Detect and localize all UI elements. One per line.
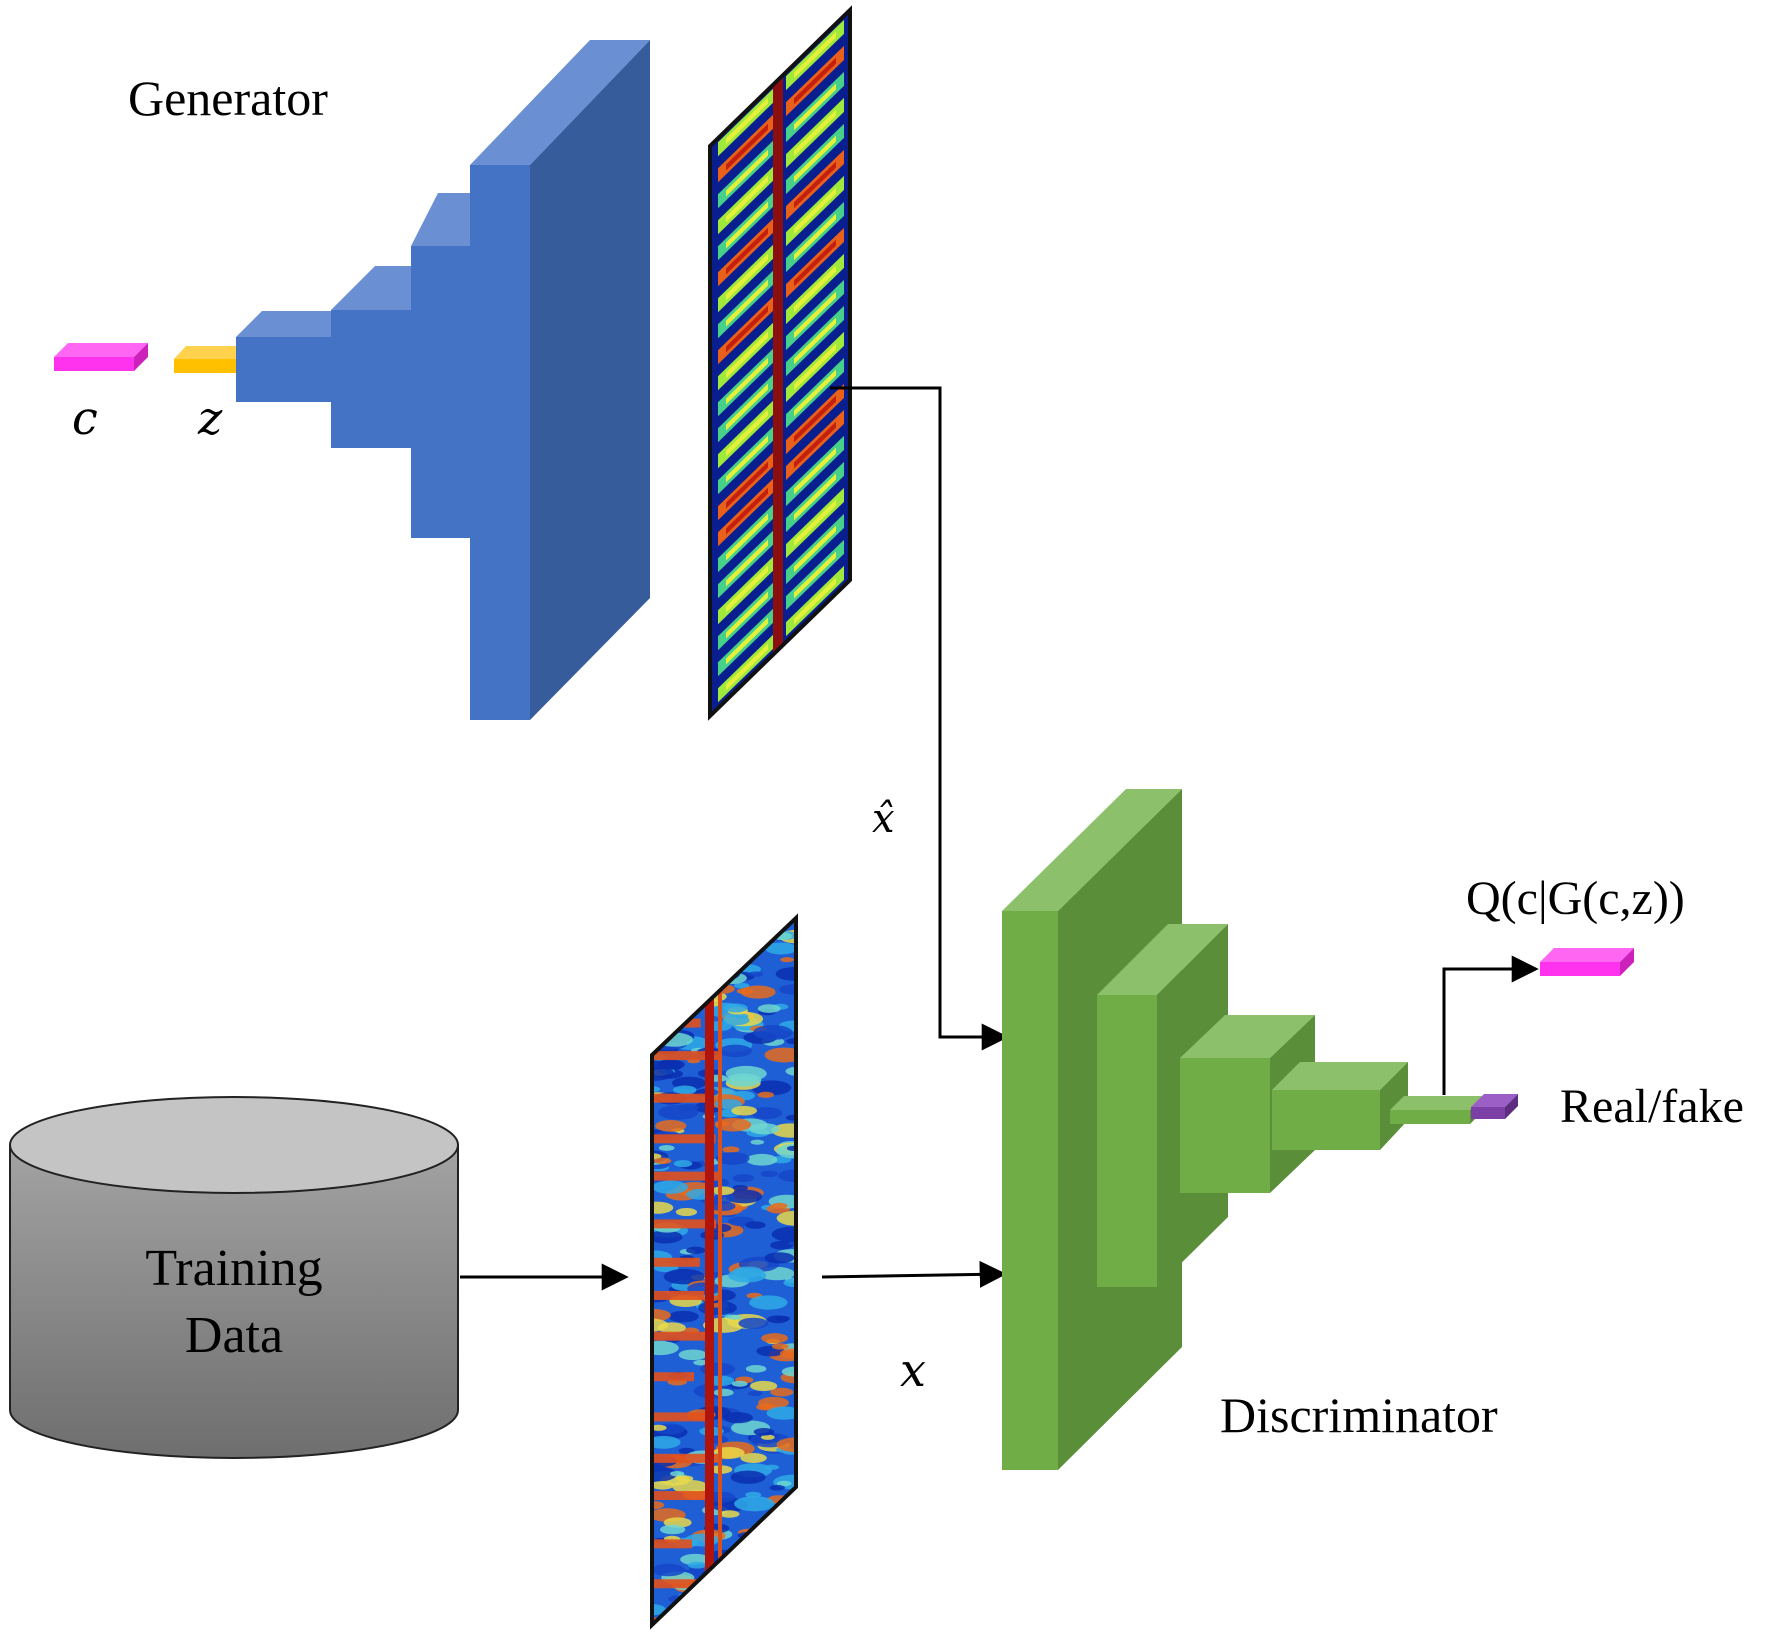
discriminator-network bbox=[1002, 789, 1484, 1470]
latent-code-label: c bbox=[72, 391, 98, 445]
training-data-label-line1: Training bbox=[145, 1240, 322, 1297]
real-sample-label: x bbox=[900, 1343, 926, 1397]
latent-code-block bbox=[54, 343, 148, 371]
real-fake-output-block bbox=[1471, 1094, 1518, 1119]
discriminator-label: Discriminator bbox=[1220, 1387, 1498, 1443]
real-fake-label: Real/fake bbox=[1560, 1080, 1744, 1133]
q-output-block bbox=[1540, 948, 1634, 976]
generated-sample-label: x̂ bbox=[872, 796, 895, 842]
q-output-arrow bbox=[1442, 955, 1539, 1095]
noise-label: z bbox=[197, 391, 223, 445]
real-sample-arrow bbox=[821, 1260, 1007, 1288]
generator-label: Generator bbox=[128, 70, 328, 126]
training-data-database-cylinder-icon bbox=[9, 1096, 459, 1459]
generator-network bbox=[236, 40, 650, 720]
generated-spectrogram-icon bbox=[708, 5, 852, 721]
generated-sample-arrow bbox=[830, 386, 1009, 1051]
q-output-label: Q(c|G(c,z)) bbox=[1466, 872, 1685, 925]
training-data-label-line2: Data bbox=[185, 1307, 283, 1364]
real-spectrogram-icon bbox=[650, 913, 798, 1630]
